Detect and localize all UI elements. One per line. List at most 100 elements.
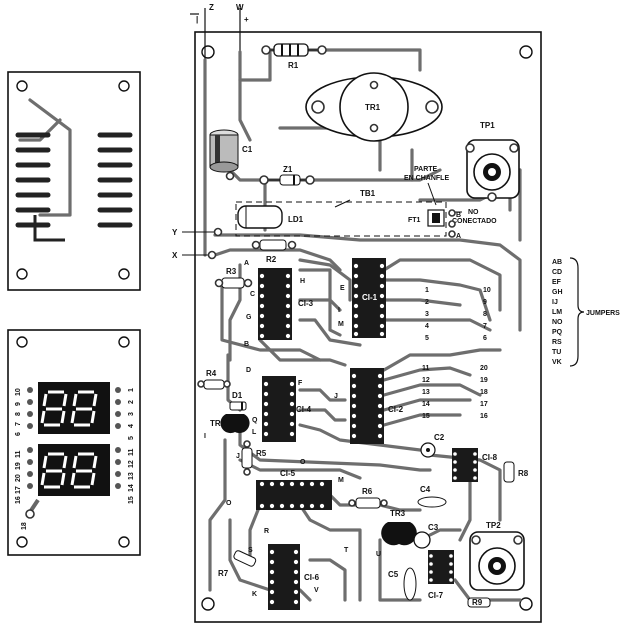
transistor-tr2: TR2: [210, 414, 250, 434]
terminal-z-label: Z: [209, 3, 214, 12]
jumper-pair: TU: [552, 349, 561, 356]
ic-ci8: CI-8: [452, 448, 498, 482]
ci3-label: CI-3: [298, 299, 314, 308]
r6-label: R6: [362, 487, 373, 496]
pad-number: 16: [480, 413, 488, 420]
display-pin-label: 7: [15, 422, 22, 426]
resistor-r2: R2: [251, 239, 297, 264]
r3-label: R3: [226, 267, 237, 276]
pad-number: 19: [480, 377, 488, 384]
c2-label: C2: [434, 433, 445, 442]
r8-label: R8: [518, 469, 529, 478]
resistor-r6: R6: [348, 487, 388, 509]
diode-d1: D1: [229, 391, 247, 411]
terminal-x-label: X: [172, 251, 178, 260]
jumpers-legend: AB CD EF GH IJ LM NO PQ RS TU VK JUMPERS: [552, 257, 620, 367]
jumper-letter: A: [244, 260, 249, 267]
r7-label: R7: [218, 569, 229, 578]
ic-ci5: CI-5: [256, 469, 332, 510]
r5-label: R5: [256, 449, 267, 458]
c1-label: C1: [242, 145, 253, 154]
jumper-letter: J: [236, 453, 240, 460]
pad-number: 14: [422, 401, 430, 408]
display-pin-label: 11: [128, 448, 135, 456]
r1-label: R1: [288, 61, 299, 70]
display-pin-label: 3: [128, 412, 135, 416]
ic-ci1: CI-1: [352, 258, 386, 338]
ci7-label: CI-7: [428, 591, 444, 600]
resistor-r7: R7: [218, 550, 257, 578]
conectado-label: CONECTADO: [452, 218, 497, 225]
jumper-letter: U: [376, 551, 381, 558]
capacitor-c4: C4: [417, 485, 447, 508]
jumper-letter: B: [244, 341, 249, 348]
jumper-letter: F: [298, 380, 303, 387]
display-pin-label: 1: [128, 388, 135, 392]
display-pin-label: 16: [15, 496, 22, 504]
display-pin-label: 8: [15, 412, 22, 416]
ci1-label: CI-1: [362, 293, 378, 302]
jumper-letter: R: [264, 528, 269, 535]
d1-label: D1: [232, 391, 243, 400]
c3-label: C3: [428, 523, 439, 532]
jumper-letter: V: [314, 587, 319, 594]
display-pin-label: 5: [128, 436, 135, 440]
transistor-tr3: TR3: [381, 509, 417, 546]
pad-number: 1: [425, 287, 429, 294]
jumper-letter: Q: [252, 417, 258, 424]
capacitor-c1: C1: [209, 129, 253, 181]
capacitor-c2: C2: [420, 433, 445, 458]
display-pin-18-label: 18: [21, 522, 28, 530]
tb1-label: TB1: [360, 189, 376, 198]
jumper-letter: H: [300, 278, 305, 285]
c4-label: C4: [420, 485, 431, 494]
tr1-label: TR1: [365, 103, 381, 112]
jumper-letter: I: [338, 307, 340, 314]
tp2-label: TP2: [486, 521, 501, 530]
terminal-w-label: W: [236, 3, 244, 12]
ci8-label: CI-8: [482, 453, 498, 462]
r9-label: R9: [472, 598, 483, 607]
jumper-letter: M: [338, 321, 344, 328]
display-pin-label: 14: [128, 484, 135, 492]
pad-number: 5: [425, 335, 429, 342]
jumper-letter: I: [204, 433, 206, 440]
jumper-pair: VK: [552, 359, 562, 366]
display-pin-label: 12: [128, 460, 135, 468]
jumper-letter: B: [456, 212, 461, 219]
tr2-label: TR2: [210, 419, 226, 428]
jumper-letter: M: [338, 477, 344, 484]
phototransistor-ft1: FT1 B A: [408, 209, 461, 240]
z1-label: Z1: [283, 165, 293, 174]
jumper-letter: E: [340, 285, 345, 292]
pad-number: 20: [480, 365, 488, 372]
ic-ci6: CI-6: [268, 544, 320, 610]
display-pin-label: 11: [15, 450, 22, 458]
display-pin-label: 13: [128, 472, 135, 480]
jumper-letter: A: [456, 233, 461, 240]
zener-z1: Z1: [259, 165, 315, 186]
display-pin-label: 15: [128, 496, 135, 504]
pad-number: 9: [483, 299, 487, 306]
jumper-pair: RS: [552, 339, 562, 346]
display-pin-label: 17: [15, 486, 22, 494]
jumper-pair: IJ: [552, 299, 558, 306]
pad-number: 10: [483, 287, 491, 294]
jumper-pair: AB: [552, 259, 562, 266]
tp1-label: TP1: [480, 121, 495, 130]
ic-ci2: CI-2: [350, 368, 404, 444]
pad-number: 2: [425, 299, 429, 306]
jumper-pair: PQ: [552, 329, 563, 336]
resistor-r4: R4: [197, 369, 231, 390]
ci5-label: CI-5: [280, 469, 296, 478]
terminal-plus-label: +: [244, 15, 249, 24]
pad-number: 3: [425, 311, 429, 318]
resistor-r1: R1: [261, 43, 327, 70]
small-board-copper-side: [7, 71, 141, 291]
pad-number: 17: [480, 401, 488, 408]
ic-ci7: CI-7: [428, 550, 454, 600]
pad-number: 4: [425, 323, 429, 330]
display-pin-label: 9: [15, 402, 22, 406]
ft1-label: FT1: [408, 217, 421, 224]
